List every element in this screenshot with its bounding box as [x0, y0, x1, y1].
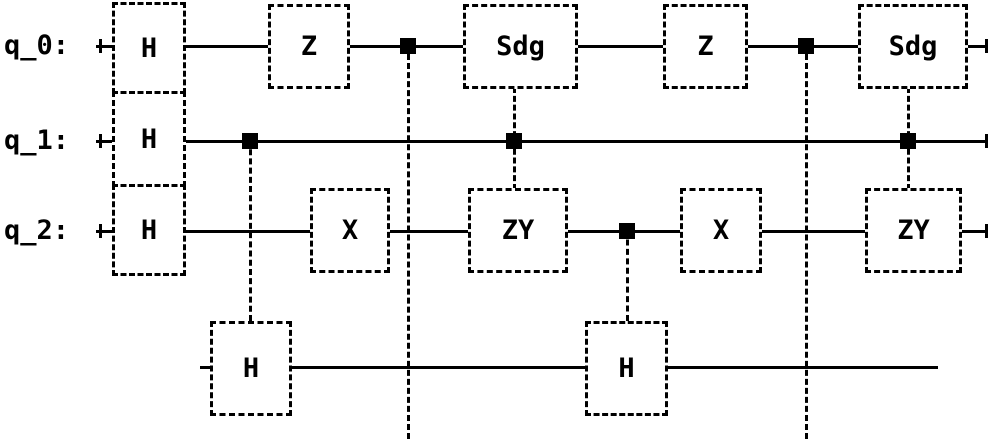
control-line-q0-down-1 [407, 45, 410, 439]
wire-start-tick [99, 39, 102, 53]
wire-end-tick [985, 134, 988, 148]
gate-h-ancilla-1: H [210, 321, 292, 416]
qubit-label-q0: q_0: [4, 29, 70, 61]
control-square-q0-2 [798, 38, 814, 54]
gate-z-q0-2: Z [663, 4, 748, 89]
control-line-q0-down-2 [805, 45, 808, 439]
control-square-q2-1 [619, 223, 635, 239]
gate-sdg-q0-1: Sdg [463, 4, 578, 89]
gate-h-q0: H [112, 2, 186, 94]
qubit-label-q1: q_1: [4, 124, 70, 156]
control-line-q1-to-ancilla-h1 [249, 140, 252, 321]
control-square-q0-1 [400, 38, 416, 54]
gate-x-q2-1: X [310, 188, 390, 273]
control-square-q1-1 [242, 133, 258, 149]
control-square-q1-3 [900, 133, 916, 149]
gate-h-ancilla-2: H [585, 321, 668, 416]
wire-end-tick [985, 39, 988, 53]
wire-ancilla [200, 366, 938, 369]
gate-sdg-q0-2: Sdg [858, 4, 968, 89]
gate-z-q0-1: Z [268, 4, 350, 89]
gate-h-q1: H [112, 91, 186, 187]
gate-h-q2: H [112, 184, 186, 276]
gate-x-q2-2: X [680, 188, 762, 273]
gate-zy-q2-2: ZY [865, 188, 962, 273]
control-square-q1-2 [506, 133, 522, 149]
wire-start-tick [99, 224, 102, 238]
gate-zy-q2-1: ZY [468, 188, 568, 273]
wire-q1 [96, 140, 988, 143]
wire-end-tick [985, 224, 988, 238]
wire-start-tick [99, 134, 102, 148]
qubit-label-q2: q_2: [4, 214, 70, 246]
control-line-q2-to-ancilla-h2 [626, 230, 629, 321]
